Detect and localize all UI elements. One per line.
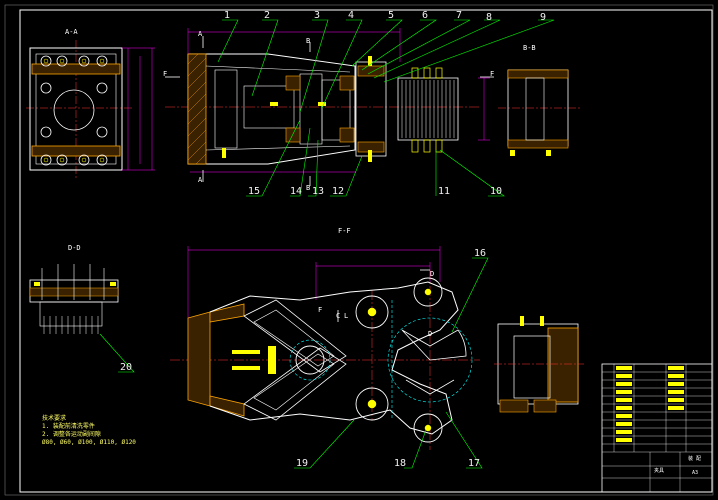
part-number-2: 2	[264, 10, 270, 21]
part-number-17: 17	[468, 458, 480, 469]
section-label-bb: B-B	[523, 44, 536, 52]
cut-label-b-bottom: B	[306, 184, 310, 192]
part-number-11: 11	[438, 186, 450, 197]
part-number-14: 14	[290, 186, 302, 197]
notes-line-3: Ø80, Ø60, Ø100, Ø110, Ø120	[42, 439, 136, 446]
cut-label-f-right: F	[490, 70, 494, 78]
cut-label-a-bottom: A	[198, 176, 203, 184]
notes-line-2: 2. 调整各运动副间隙	[42, 430, 101, 438]
title-block-drawing-no: 装 配	[688, 455, 701, 462]
drawing-frame-inner	[19, 9, 713, 493]
part-number-6: 6	[422, 10, 428, 21]
section-label-ff: F-F	[338, 227, 351, 235]
cut-label-l: L	[344, 312, 348, 320]
part-number-3: 3	[314, 10, 320, 21]
cut-label-d-top: D	[430, 270, 434, 278]
part-number-20: 20	[120, 362, 132, 373]
view-a-a: A-A	[26, 28, 155, 180]
cut-label-d-mid: D	[428, 330, 432, 338]
part-number-5: 5	[388, 10, 394, 21]
view-d-d: D-D	[29, 244, 119, 334]
part-number-18: 18	[394, 458, 406, 469]
notes-title: 技术要求	[42, 414, 66, 422]
title-block-name: 夹具	[654, 467, 664, 474]
technical-notes: 技术要求 1. 装配前清洗零件 2. 调整各运动副间隙 Ø80, Ø60, Ø1…	[42, 414, 136, 446]
part-number-7: 7	[456, 10, 462, 21]
section-label-aa: A-A	[65, 28, 78, 36]
part-number-9: 9	[540, 12, 546, 23]
drawing-frame-outer	[4, 4, 714, 496]
part-number-15: 15	[248, 186, 260, 197]
part-number-16: 16	[474, 248, 486, 259]
cut-label-b-top: B	[306, 37, 310, 45]
view-b-b: B-B	[498, 44, 580, 156]
section-label-dd: D-D	[68, 244, 81, 252]
part-number-8: 8	[486, 12, 492, 23]
part-number-1: 1	[224, 10, 230, 21]
part-number-13: 13	[312, 186, 324, 197]
view-side-detail	[494, 316, 584, 413]
cut-label-f-left1: F	[163, 70, 167, 78]
cut-label-c: C	[336, 312, 340, 320]
leader-lines	[99, 19, 555, 469]
cut-label-a-top: A	[198, 30, 203, 38]
view-main-elevation: F F A A B B	[163, 28, 494, 192]
view-f-f: F-F	[170, 227, 480, 450]
notes-line-1: 1. 装配前清洗零件	[42, 422, 95, 430]
title-block-scale: A3	[692, 470, 698, 476]
cut-label-f-left2: F	[318, 306, 322, 314]
part-number-19: 19	[296, 458, 308, 469]
part-number-10: 10	[490, 186, 502, 197]
part-number-4: 4	[348, 10, 354, 21]
title-block: 夹具 装 配 A3	[601, 363, 713, 493]
part-number-12: 12	[332, 186, 344, 197]
